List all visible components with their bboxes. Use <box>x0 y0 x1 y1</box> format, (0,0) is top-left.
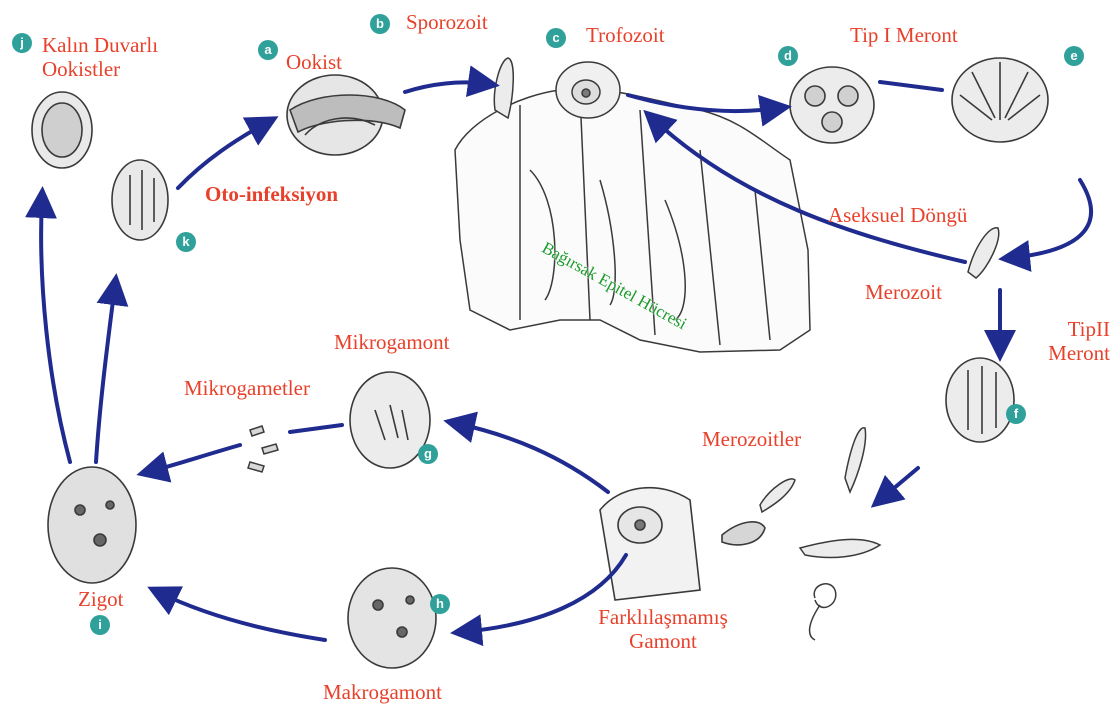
thick-walled-oocyst <box>32 92 92 168</box>
arrow-zigot-to-k <box>96 285 115 462</box>
badge-h: h <box>430 594 450 614</box>
label-farklilasmamis-gamont: Farklılaşmamış Gamont <box>596 605 730 653</box>
badge-f: f <box>1006 404 1026 424</box>
label-merozoitler: Merozoitler <box>702 427 801 451</box>
label-mikrogametler: Mikrogametler <box>184 376 310 400</box>
trofozoit-cell <box>556 62 620 118</box>
makrogamont-cell <box>348 568 436 668</box>
arrow-mikrogametler-to-zigot <box>148 445 240 472</box>
intestinal-epithelium <box>455 89 810 352</box>
arrow-gamont-to-g <box>455 423 608 492</box>
badge-d: d <box>778 46 798 66</box>
label-ookist: Ookist <box>286 50 342 74</box>
label-mikrogamont: Mikrogamont <box>334 330 450 354</box>
badge-c: c <box>546 28 566 48</box>
badge-e: e <box>1064 46 1084 66</box>
ookist-cell <box>287 75 405 155</box>
arrow-k-to-a <box>178 122 268 188</box>
label-zigot: Zigot <box>78 587 124 611</box>
label-merozoit: Merozoit <box>865 280 942 304</box>
thin-walled-oocyst <box>112 160 168 240</box>
merozoites-group <box>760 428 880 640</box>
type2-meront <box>946 358 1014 442</box>
badge-g: g <box>418 444 438 464</box>
undifferentiated-gamont <box>600 488 765 600</box>
zigot-cell <box>48 467 136 583</box>
arrow-a-to-b <box>405 82 488 92</box>
badge-b: b <box>370 14 390 34</box>
label-tip2-meront: TipII Meront <box>1030 317 1110 365</box>
type1-meront-e <box>952 58 1048 142</box>
label-kalin-duvarli: Kalın Duvarlı Ookistler <box>42 33 182 81</box>
badge-i: i <box>90 615 110 635</box>
mikrogametes <box>248 426 278 472</box>
label-aseksuel-dongu: Aseksuel Döngü <box>828 203 967 227</box>
badge-j: j <box>12 33 32 53</box>
arrow-h-to-zigot <box>158 592 325 640</box>
label-oto-infeksiyon: Oto-infeksiyon <box>205 182 338 206</box>
label-sporozoit: Sporozoit <box>406 10 488 34</box>
label-tip1-meront: Tip I Meront <box>850 23 958 47</box>
arrow-f-to-merozoitler <box>880 468 918 500</box>
badge-k: k <box>176 232 196 252</box>
badge-a: a <box>258 40 278 60</box>
label-makrogamont: Makrogamont <box>323 680 442 704</box>
sporozoit-cell <box>494 58 513 118</box>
arrow-g-to-mikrogametler <box>290 425 342 432</box>
arrow-zigot-to-j <box>41 198 70 462</box>
arrow-d-to-e <box>880 82 942 90</box>
label-trofozoit: Trofozoit <box>586 23 665 47</box>
arrow-e-to-merozoit <box>1010 180 1091 258</box>
type1-meront-d <box>790 67 874 143</box>
merozoit-cell <box>968 228 999 278</box>
